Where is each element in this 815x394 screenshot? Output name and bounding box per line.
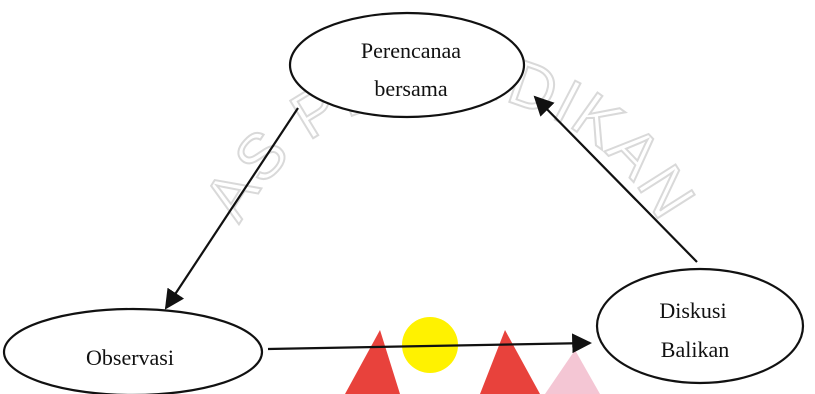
- node-observation-label: Observasi: [86, 345, 174, 370]
- arrow-feedback-to-planning: [533, 95, 698, 263]
- node-planning-ellipse: [288, 11, 526, 119]
- node-feedback-label-line2: Balikan: [661, 337, 729, 362]
- node-planning: Perencanaa bersama: [288, 11, 526, 119]
- arrow-observation-to-feedback: [267, 333, 592, 354]
- node-planning-label-line2: bersama: [374, 76, 448, 101]
- watermark-red-shape-right: [480, 330, 540, 394]
- node-feedback-ellipse: [595, 267, 805, 385]
- watermark-red-shape-left: [345, 330, 400, 394]
- node-observation: Observasi: [2, 307, 264, 394]
- watermark-pink-shape: [545, 350, 600, 394]
- node-feedback: Diskusi Balikan: [595, 267, 805, 385]
- node-observation-ellipse: [2, 307, 264, 394]
- node-feedback-label-line1: Diskusi: [659, 298, 726, 323]
- node-planning-label-line1: Perencanaa: [361, 38, 461, 63]
- arrow-planning-to-observation: [164, 107, 299, 310]
